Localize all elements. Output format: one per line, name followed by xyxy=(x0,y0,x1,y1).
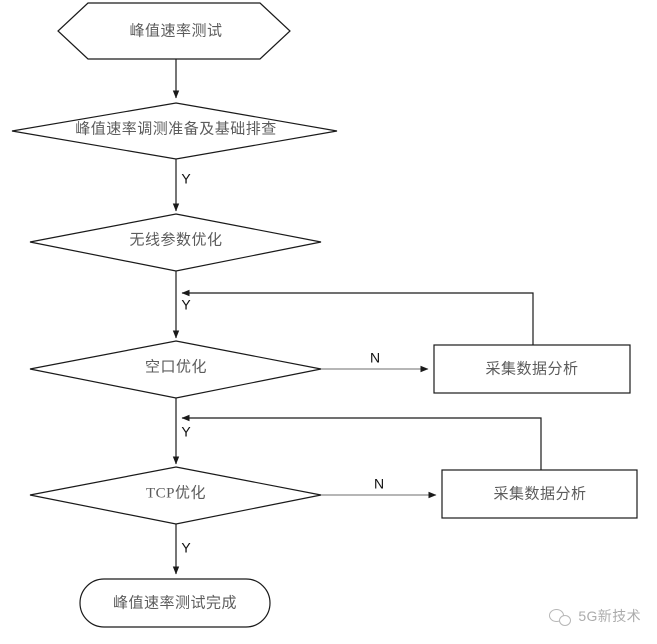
rectangle-shape xyxy=(433,344,631,394)
node-prepare-label: 峰值速率调测准备及基础排查 xyxy=(75,120,277,137)
edge-tcp-to-end: Y xyxy=(172,524,191,575)
node-radio-param-label: 无线参数优化 xyxy=(129,231,222,248)
node-start[interactable]: 峰值速率测试 xyxy=(57,2,291,60)
watermark-label: 5G新技术 xyxy=(578,608,641,624)
edge-air-to-collect1: N xyxy=(321,350,429,373)
node-collect-analyze-2-label: 采集数据分析 xyxy=(493,485,586,502)
node-radio-param[interactable]: 无线参数优化 xyxy=(29,213,322,272)
node-end-label: 峰值速率测试完成 xyxy=(113,594,237,611)
edge-path-collect1-feedback xyxy=(181,289,534,345)
rectangle-shape xyxy=(441,469,638,519)
edge-label-yes: Y xyxy=(181,424,191,440)
stadium-shape xyxy=(79,578,271,628)
node-end[interactable]: 峰值速率测试完成 xyxy=(79,578,271,628)
node-collect-analyze-1-label: 采集数据分析 xyxy=(485,360,578,377)
node-prepare[interactable]: 峰值速率调测准备及基础排查 xyxy=(11,102,338,160)
edge-collect1-feedback xyxy=(181,289,534,345)
edge-label-no: N xyxy=(370,350,380,366)
node-air-interface-label: 空口优化 xyxy=(145,358,207,375)
edge-collect2-feedback xyxy=(181,414,542,470)
node-tcp[interactable]: TCP优化 xyxy=(29,466,322,525)
edge-path-collect2-feedback xyxy=(181,414,542,470)
edge-label-yes: Y xyxy=(181,540,191,556)
wechat-bubble-small xyxy=(559,614,572,626)
edge-radio-to-air: Y xyxy=(172,271,191,339)
node-air-interface[interactable]: 空口优化 xyxy=(29,340,322,399)
node-collect-analyze-1[interactable]: 采集数据分析 xyxy=(433,344,631,394)
edge-air-to-tcp: Y xyxy=(172,398,191,465)
node-tcp-label: TCP优化 xyxy=(146,484,206,501)
edge-label-yes: Y xyxy=(181,171,191,187)
edge-label-no: N xyxy=(374,476,384,492)
hexagon-shape xyxy=(57,2,291,60)
watermark: 5G新技术 xyxy=(549,606,641,626)
node-start-label: 峰值速率测试 xyxy=(129,22,222,39)
edge-prepare-to-radio: Y xyxy=(172,159,191,212)
node-collect-analyze-2[interactable]: 采集数据分析 xyxy=(441,469,638,519)
edge-label-yes: Y xyxy=(181,297,191,313)
wechat-icon xyxy=(549,607,572,626)
edge-tcp-to-collect2: N xyxy=(321,476,437,499)
